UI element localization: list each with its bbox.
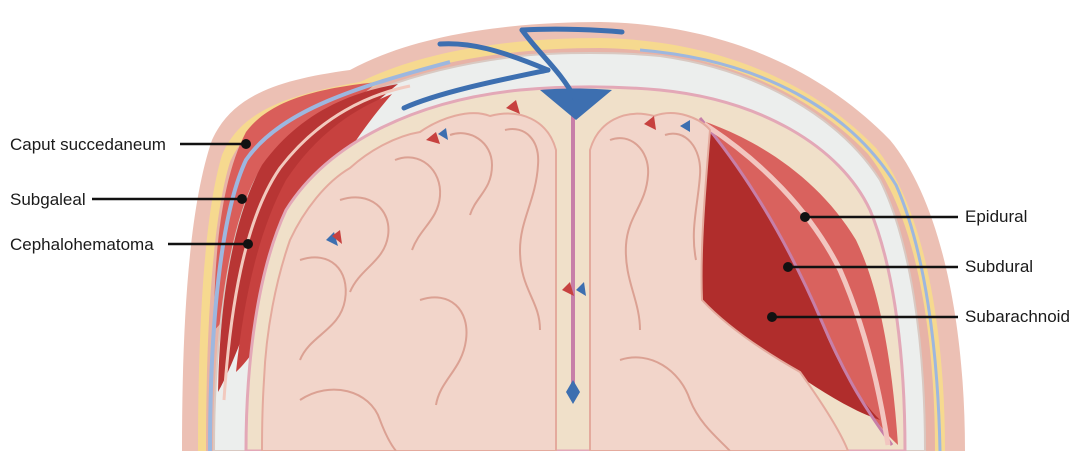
marker-epidural [800,212,810,222]
label-epidural: Epidural [965,207,1027,226]
label-subarachnoid: Subarachnoid [965,307,1070,326]
label-subdural: Subdural [965,257,1033,276]
label-caput-succedaneum: Caput succedaneum [10,135,166,154]
marker-caput [241,139,251,149]
label-cephalohematoma: Cephalohematoma [10,235,154,254]
marker-subdural [783,262,793,272]
marker-subgaleal [237,194,247,204]
marker-subarachnoid [767,312,777,322]
marker-cephalohematoma [243,239,253,249]
label-subgaleal: Subgaleal [10,190,86,209]
